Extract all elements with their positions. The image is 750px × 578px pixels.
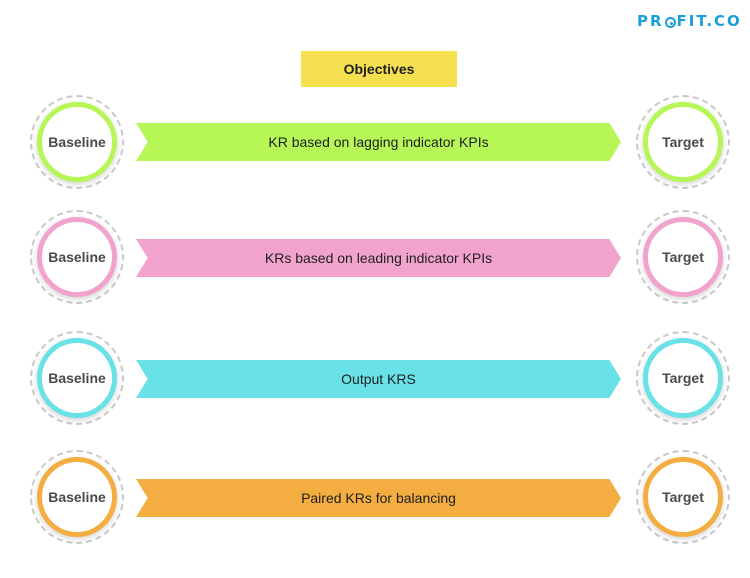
target-circle: Target: [643, 457, 723, 537]
baseline-circle-outline: Baseline: [30, 210, 124, 304]
baseline-circle-outline: Baseline: [30, 450, 124, 544]
target-circle-outline: Target: [636, 95, 730, 189]
kr-row-output: Baseline Output KRS Target: [0, 331, 750, 427]
logo-text-pre: PR: [637, 12, 664, 30]
baseline-circle-outline: Baseline: [30, 331, 124, 425]
kr-row-leading: Baseline KRs based on leading indicator …: [0, 210, 750, 306]
target-circle-outline: Target: [636, 331, 730, 425]
kr-arrow: Paired KRs for balancing: [136, 479, 621, 517]
target-circle-outline: Target: [636, 210, 730, 304]
kr-row-lagging: Baseline KR based on lagging indicator K…: [0, 95, 750, 191]
kr-row-paired: Baseline Paired KRs for balancing Target: [0, 450, 750, 546]
baseline-circle: Baseline: [37, 217, 117, 297]
logo-text-post: FIT.CO: [676, 12, 742, 30]
objectives-box: Objectives: [301, 51, 457, 87]
baseline-circle: Baseline: [37, 102, 117, 182]
kr-arrow: Output KRS: [136, 360, 621, 398]
profit-co-logo: PR FIT.CO: [637, 12, 742, 30]
target-circle-outline: Target: [636, 450, 730, 544]
target-circle: Target: [643, 338, 723, 418]
baseline-circle: Baseline: [37, 457, 117, 537]
baseline-circle-outline: Baseline: [30, 95, 124, 189]
target-icon: [664, 17, 676, 28]
target-circle: Target: [643, 102, 723, 182]
baseline-circle: Baseline: [37, 338, 117, 418]
target-circle: Target: [643, 217, 723, 297]
kr-arrow: KRs based on leading indicator KPIs: [136, 239, 621, 277]
kr-arrow: KR based on lagging indicator KPIs: [136, 123, 621, 161]
